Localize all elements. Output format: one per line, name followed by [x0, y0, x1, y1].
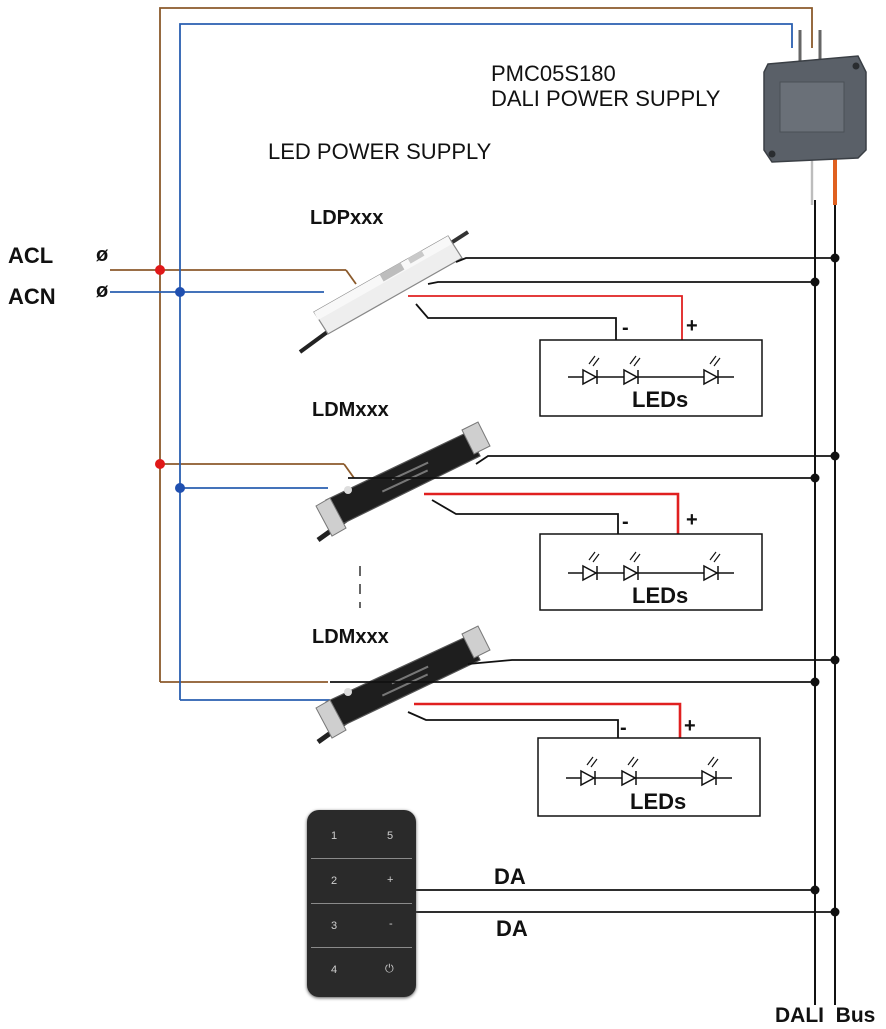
led-supply-title: LED POWER SUPPLY: [268, 139, 492, 164]
driver-ldp: [298, 230, 470, 354]
dali-bus-label: DALI Bus: [775, 1004, 876, 1027]
remote-key-1[interactable]: 1: [331, 830, 338, 842]
junction-neutral-2: [175, 483, 185, 493]
dali-bus-lines: [814, 200, 836, 1005]
junction-line-1: [155, 265, 165, 275]
led-plus-1: +: [686, 315, 698, 337]
remote-key-2[interactable]: 2: [331, 875, 338, 887]
led-plus-3: +: [684, 715, 696, 737]
led-caption-2: LEDs: [632, 583, 689, 608]
led-symbol: [580, 769, 717, 787]
acn-label: ACN: [8, 284, 56, 309]
dali-remote-panel: 1 5 2 + 3 - 4 ⏻: [307, 810, 416, 997]
pmc-desc-label: DALI POWER SUPPLY: [491, 86, 721, 111]
led-box-1: [539, 339, 763, 417]
remote-key-5[interactable]: 5: [387, 830, 394, 842]
led-symbol: [582, 368, 719, 386]
remote-key-plus[interactable]: +: [387, 874, 394, 886]
led-plus-2: +: [686, 509, 698, 531]
junction-neutral-1: [175, 287, 185, 297]
led-box-3: [537, 737, 761, 817]
led-box-2: [539, 533, 763, 611]
dimming-wires: [330, 257, 835, 683]
driver-ldm-1: [315, 421, 491, 543]
led-minus-2: -: [622, 511, 629, 533]
remote-key-4[interactable]: 4: [331, 964, 338, 976]
power-icon[interactable]: ⏻: [385, 963, 394, 975]
neutral-feeder: [110, 23, 793, 701]
line-feeder: [110, 7, 813, 683]
driver-label-2: LDMxxx: [312, 399, 389, 421]
acl-label: ACL: [8, 243, 54, 268]
led-caption-3: LEDs: [630, 789, 687, 814]
led-caption-1: LEDs: [632, 387, 689, 412]
driver-label-3: LDMxxx: [312, 626, 389, 648]
remote-key-minus[interactable]: -: [389, 918, 393, 930]
dali-power-supply: [763, 30, 867, 205]
led-minus-3: -: [620, 717, 627, 739]
pmc-model-label: PMC05S180: [491, 61, 616, 86]
driver-label-1: LDPxxx: [310, 207, 384, 229]
led-minus-1: -: [622, 317, 629, 339]
led-output-wires: [407, 295, 683, 738]
remote-key-3[interactable]: 3: [331, 920, 338, 932]
led-symbol: [582, 564, 719, 582]
acl-terminal: ø: [96, 244, 109, 266]
da-label-1: DA: [494, 864, 526, 889]
acn-terminal: ø: [96, 280, 109, 302]
junction-line-2: [155, 459, 165, 469]
da-label-2: DA: [496, 916, 528, 941]
da-wires: [416, 889, 835, 913]
